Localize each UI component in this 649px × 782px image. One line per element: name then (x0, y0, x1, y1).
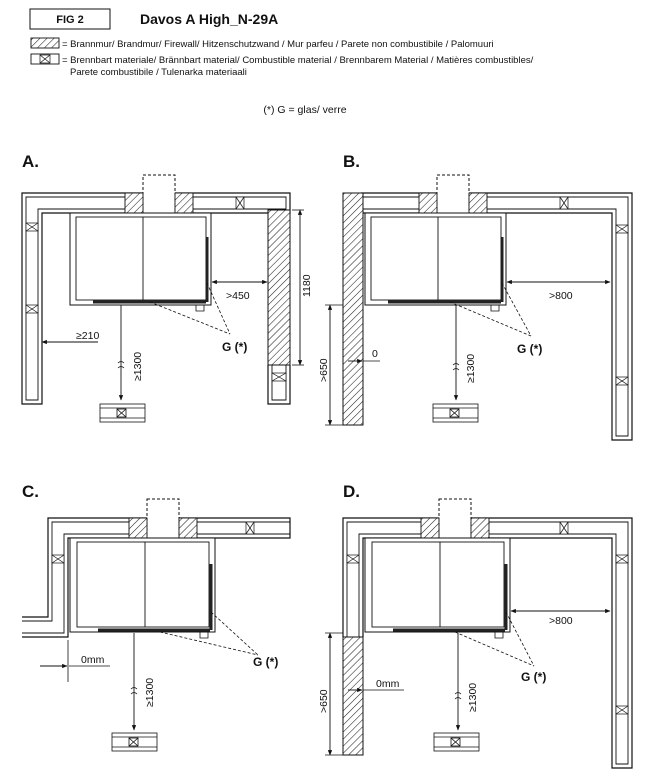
panel-a: A. G (*) >450 (21, 152, 313, 423)
panel-a-side-dim-label: >450 (226, 290, 250, 302)
panel-c: C. G (*) 0mm ≥1300 (22, 482, 291, 752)
panel-b-glass-label: G (*) (517, 342, 542, 356)
panel-a-combustible-wall (21, 192, 291, 405)
panel-b-combustible-wall (361, 192, 633, 441)
panel-b-zero-dim-label: 0 (372, 348, 378, 360)
panel-a-chimney (142, 174, 176, 214)
panel-c-letter: C. (22, 482, 39, 501)
panel-d-letter: D. (343, 482, 360, 501)
panel-b-chimney (436, 174, 470, 214)
panel-a-back-dim-label: ≥210 (76, 330, 99, 342)
panel-b-front-dim-label: ≥1300 (465, 354, 477, 383)
panel-c-combustible-wall (22, 517, 291, 638)
panel-c-stud-marks (51, 521, 255, 564)
legend-firewall-text: = Brannmur/ Brandmur/ Firewall/ Hitzensc… (62, 39, 494, 50)
panel-c-firewall-block-right (178, 517, 198, 539)
panel-a-glass-leader (149, 282, 231, 335)
panel-b-glass-leader (449, 282, 532, 337)
panel-d-glass-leader (454, 611, 535, 667)
panel-c-front-dim-label: ≥1300 (144, 678, 156, 707)
panel-d-side-dim-label: >800 (549, 615, 573, 627)
panel-a-firewall (267, 209, 291, 366)
panel-b-firewall-block-left (418, 192, 438, 214)
panel-a-floor-marker (99, 403, 146, 423)
fig-label-box (29, 8, 111, 30)
firewall-swatch (30, 37, 60, 49)
panel-b-firewall (342, 192, 364, 426)
panel-a-front-dim-label: ≥1300 (132, 352, 144, 381)
panel-a-glass-label: G (*) (222, 340, 247, 354)
glass-note: (*) G = glas/ verre (263, 104, 346, 116)
panel-c-glass-leader (159, 611, 259, 656)
panel-c-glass-label: G (*) (253, 655, 278, 669)
panel-d-firewall-dim-label: >650 (318, 689, 330, 713)
panel-b-floor-marker (432, 403, 479, 423)
panel-d-firewall (342, 636, 364, 756)
panel-a-height-dim-label: 1180 (301, 274, 313, 297)
panel-d-firewall-block-right (470, 517, 490, 539)
panel-b-firewall-block-right (468, 192, 488, 214)
panel-a-stud-marks (25, 196, 245, 314)
panel-c-back-dim-label: 0mm (81, 654, 105, 666)
panel-d: D. G (*) >800 >650 0mm ≥1300 (318, 482, 633, 769)
figure-title: Davos A High_N-29A (140, 11, 278, 27)
panel-b-firewall-dim-label: >650 (318, 358, 330, 382)
panel-d-chimney (438, 498, 472, 539)
panel-d-front-dim-label: ≥1300 (467, 683, 479, 712)
panel-d-floor-marker (433, 732, 480, 752)
panel-c-chimney (146, 498, 180, 539)
panel-a-letter: A. (22, 152, 39, 171)
panel-b-stud-marks (559, 196, 629, 386)
panel-c-floor-marker (111, 732, 158, 752)
panel-d-firewall-block-left (420, 517, 440, 539)
panel-d-stud-marks (346, 521, 629, 715)
panel-b-letter: B. (343, 152, 360, 171)
legend-combustible-text-2: Parete combustibile / Tulenarka materiaa… (70, 67, 247, 78)
panel-d-glass-label: G (*) (521, 670, 546, 684)
panel-c-firewall-block-left (128, 517, 148, 539)
panel-a-firewall-block-right (174, 192, 194, 214)
panel-b-side-dim-label: >800 (549, 290, 573, 302)
legend-combustible-text-1: = Brennbart materiale/ Brännbart materia… (62, 55, 534, 66)
panel-d-zero-dim-label: 0mm (376, 678, 400, 690)
header: FIG 2 Davos A High_N-29A (29, 8, 278, 30)
fig-label: FIG 2 (56, 14, 84, 26)
legend: = Brannmur/ Brandmur/ Firewall/ Hitzensc… (30, 37, 534, 116)
panel-b: B. G (*) >800 >650 0 ≥1 (318, 152, 633, 441)
panel-a-firewall-block-left (124, 192, 144, 214)
